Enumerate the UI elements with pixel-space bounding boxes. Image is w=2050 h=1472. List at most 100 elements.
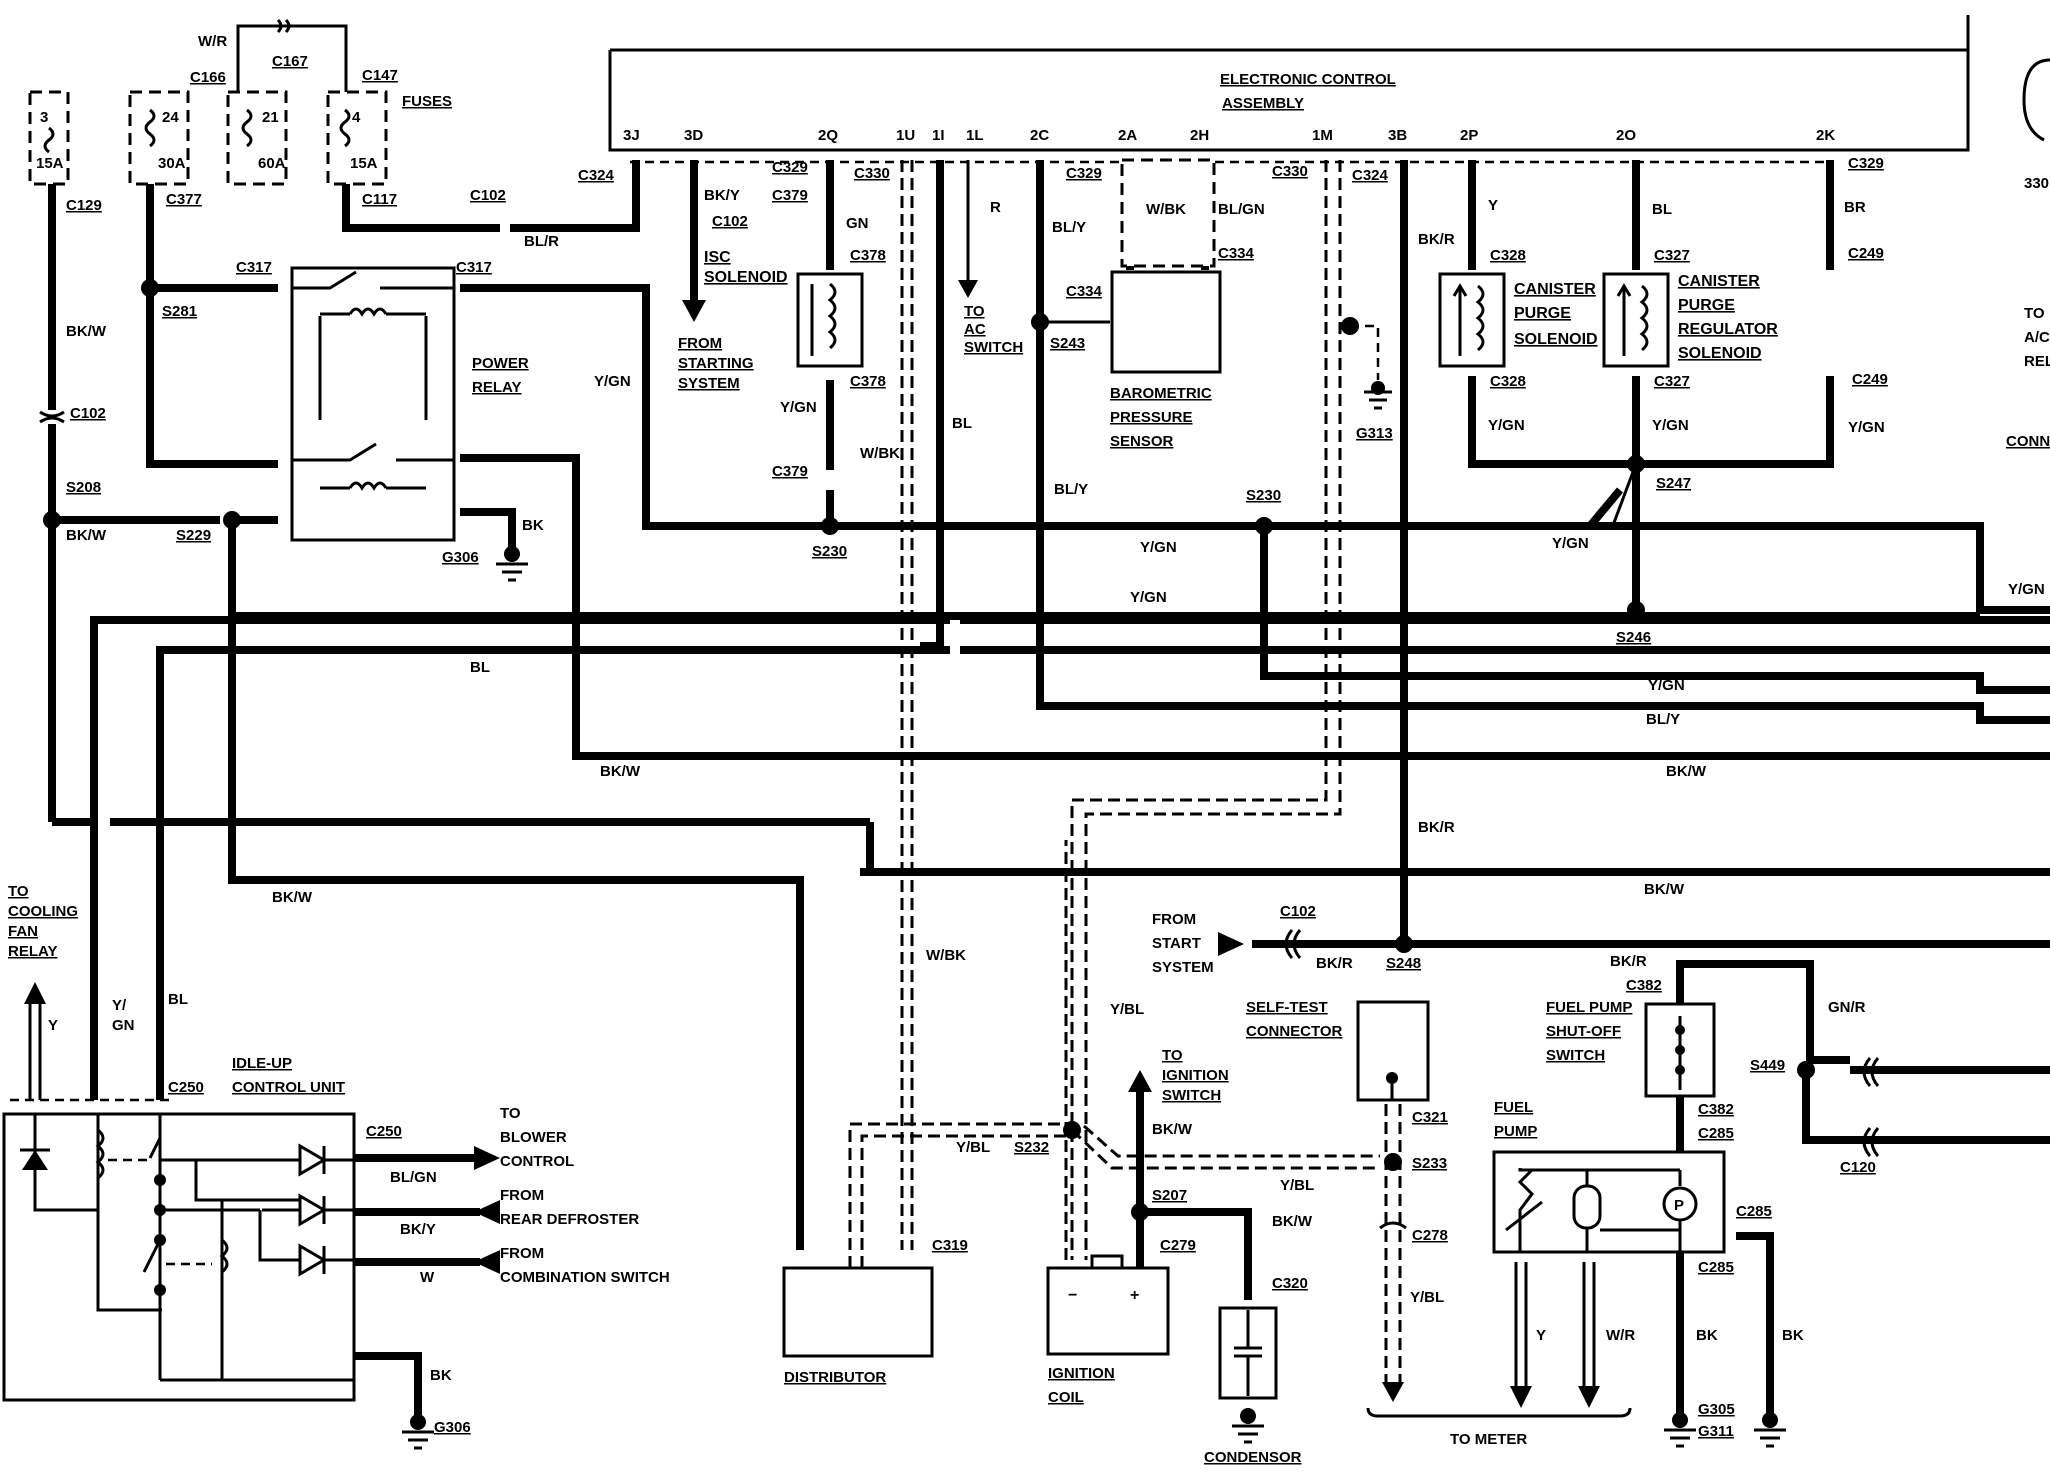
ecu-pin-1u: 1U (896, 127, 915, 144)
wire-label-ygn-stack1: Y/ (112, 997, 127, 1014)
splice-s232: S232 (1014, 1139, 1049, 1156)
ground-g305-label: G305 (1698, 1401, 1735, 1418)
from-start-3: SYSTEM (1152, 959, 1214, 976)
connector-c328-top: C328 (1490, 247, 1526, 264)
splice-s229: S229 (176, 527, 211, 544)
connector-c102-top: C102 (470, 187, 506, 204)
to-ignition-3: SWITCH (1162, 1087, 1221, 1104)
connector-c285-top: C285 (1698, 1125, 1734, 1142)
fuse-block: 3 15A 24 30A 21 60A 4 15A FUSES (28, 90, 452, 186)
connector-c102-start: C102 (1280, 903, 1316, 920)
connector-c377: C377 (166, 191, 202, 208)
wire-label-wbk-2: W/BK (926, 947, 966, 964)
to-ignition-2: IGNITION (1162, 1067, 1229, 1084)
connector-c285-bottom: C285 (1698, 1259, 1734, 1276)
ground-g306-relay-label: G306 (442, 549, 479, 566)
fuse-21-rating: 60A (258, 155, 286, 172)
distributor-label: DISTRIBUTOR (784, 1369, 886, 1386)
to-meter-label: TO METER (1450, 1431, 1527, 1448)
connector-c167: C167 (272, 53, 308, 70)
canister-label-2: PURGE (1514, 305, 1571, 322)
connector-c102-isc: C102 (712, 213, 748, 230)
wire-label-ybl-1: Y/BL (1110, 1001, 1144, 1018)
ground-g311 (1754, 1412, 1786, 1448)
ecu-pin-3d: 3D (684, 127, 703, 144)
ecu-title-line1: ELECTRONIC CONTROL (1220, 71, 1396, 88)
splice-s449: S449 (1750, 1057, 1785, 1074)
wire-label-bkw-ign: BK/W (1152, 1121, 1193, 1138)
fuse-4-rating: 15A (350, 155, 378, 172)
canister-purge-solenoid (1438, 272, 1506, 368)
isc-solenoid-coil (796, 272, 864, 368)
wire-label-bk-idle: BK (430, 1367, 452, 1384)
electronic-control-assembly: ELECTRONIC CONTROL ASSEMBLY 3J 3D 2Q 1U … (608, 15, 1970, 164)
idle-up-label-2: CONTROL UNIT (232, 1079, 345, 1096)
connector-c249-top: C249 (1848, 245, 1884, 262)
wire-label-ygn-right: Y/GN (2008, 581, 2045, 598)
wire-label-bkr-1: BK/R (1418, 231, 1455, 248)
wire-label-ygn-8: Y/GN (1552, 535, 1589, 552)
from-starting-1: FROM (678, 335, 722, 352)
canister-purge-regulator-solenoid (1602, 272, 1670, 368)
ecu-pin-3j: 3J (623, 127, 640, 144)
ground-g306-relay: G306 (442, 546, 528, 582)
connector-c329-right: C329 (1848, 155, 1884, 172)
connector-c329-left: C329 (772, 159, 808, 176)
wire-label-ygn-3: Y/GN (780, 399, 817, 416)
connector-c324-left: C324 (578, 167, 615, 184)
wire-label-y-pump: Y (1536, 1327, 1546, 1344)
power-relay-label-2: RELAY (472, 379, 521, 396)
ground-g306-idle-label: G306 (434, 1419, 471, 1436)
ecu-pin-1i: 1I (932, 127, 945, 144)
ground-g306-idle: G306 (402, 1414, 471, 1450)
wire-label-bky-idle: BK/Y (400, 1221, 436, 1238)
wire-label-wr-pump: W/R (1606, 1327, 1635, 1344)
blower-2: BLOWER (500, 1129, 567, 1146)
wire-label-bkr-3: BK/R (1316, 955, 1353, 972)
idle-up-label-1: IDLE-UP (232, 1055, 292, 1072)
self-test-2: CONNECTOR (1246, 1023, 1343, 1040)
self-test-1: SELF-TEST (1246, 999, 1328, 1016)
wire-label-bkw-1: BK/W (66, 323, 107, 340)
connector-c250-right: C250 (366, 1123, 402, 1140)
wire-label-ygn-7: Y/GN (1652, 417, 1689, 434)
to-ac-3: SWITCH (964, 339, 1023, 356)
ecu-pin-3b: 3B (1388, 127, 1407, 144)
splice-s230-right: S230 (1246, 487, 1281, 504)
combination-2: COMBINATION SWITCH (500, 1269, 670, 1286)
ecu-pin-1m: 1M (1312, 127, 1333, 144)
connector-c330-top: C330 (854, 165, 890, 182)
wire-label-blgn-idle: BL/GN (390, 1169, 437, 1186)
wire-label-ygn-9: Y/GN (1848, 419, 1885, 436)
wire-label-blgn: BL/GN (1218, 201, 1265, 218)
wire-label-bk-pump2: BK (1782, 1327, 1804, 1344)
ground-g313: G313 (1356, 425, 1393, 442)
combination-1: FROM (500, 1245, 544, 1262)
wire-label-bly-1: BL/Y (1052, 219, 1086, 236)
ignition-coil-plus: + (1130, 1287, 1139, 1304)
fuel-pump-motor-symbol: P (1674, 1197, 1684, 1214)
connector-c166: C166 (190, 69, 226, 86)
cooling-fan-1: TO (8, 883, 29, 900)
ecu-pin-1l: 1L (966, 127, 984, 144)
wire-label-wr: W/R (198, 33, 227, 50)
rear-defrost-1: FROM (500, 1187, 544, 1204)
connector-c117: C117 (362, 191, 397, 208)
connector-c328-bottom: C328 (1490, 373, 1526, 390)
ecu-pin-2a: 2A (1118, 127, 1137, 144)
distributor-box (782, 1266, 934, 1358)
barometric-pressure-sensor (1110, 270, 1222, 374)
ecu-pin-2o: 2O (1616, 127, 1636, 144)
wire-label-bkr-4: BK/R (1610, 953, 1647, 970)
to-ac-relay-3: REL (2024, 353, 2050, 370)
wire-label-blr: BL/R (524, 233, 559, 250)
wire-label-ygn-1: Y/GN (594, 373, 631, 390)
ignition-coil-minus: − (1068, 1287, 1077, 1304)
wire-label-ygn-stack2: GN (112, 1017, 135, 1034)
to-ac-relay-2: A/C (2024, 329, 2050, 346)
isc-label-1: ISC (704, 249, 731, 266)
wire-label-ygn-2: Y/GN (1130, 589, 1167, 606)
canister-reg-2: PURGE (1678, 297, 1735, 314)
wire-label-bky: BK/Y (704, 187, 740, 204)
connector-c329-mid: C329 (1066, 165, 1102, 182)
